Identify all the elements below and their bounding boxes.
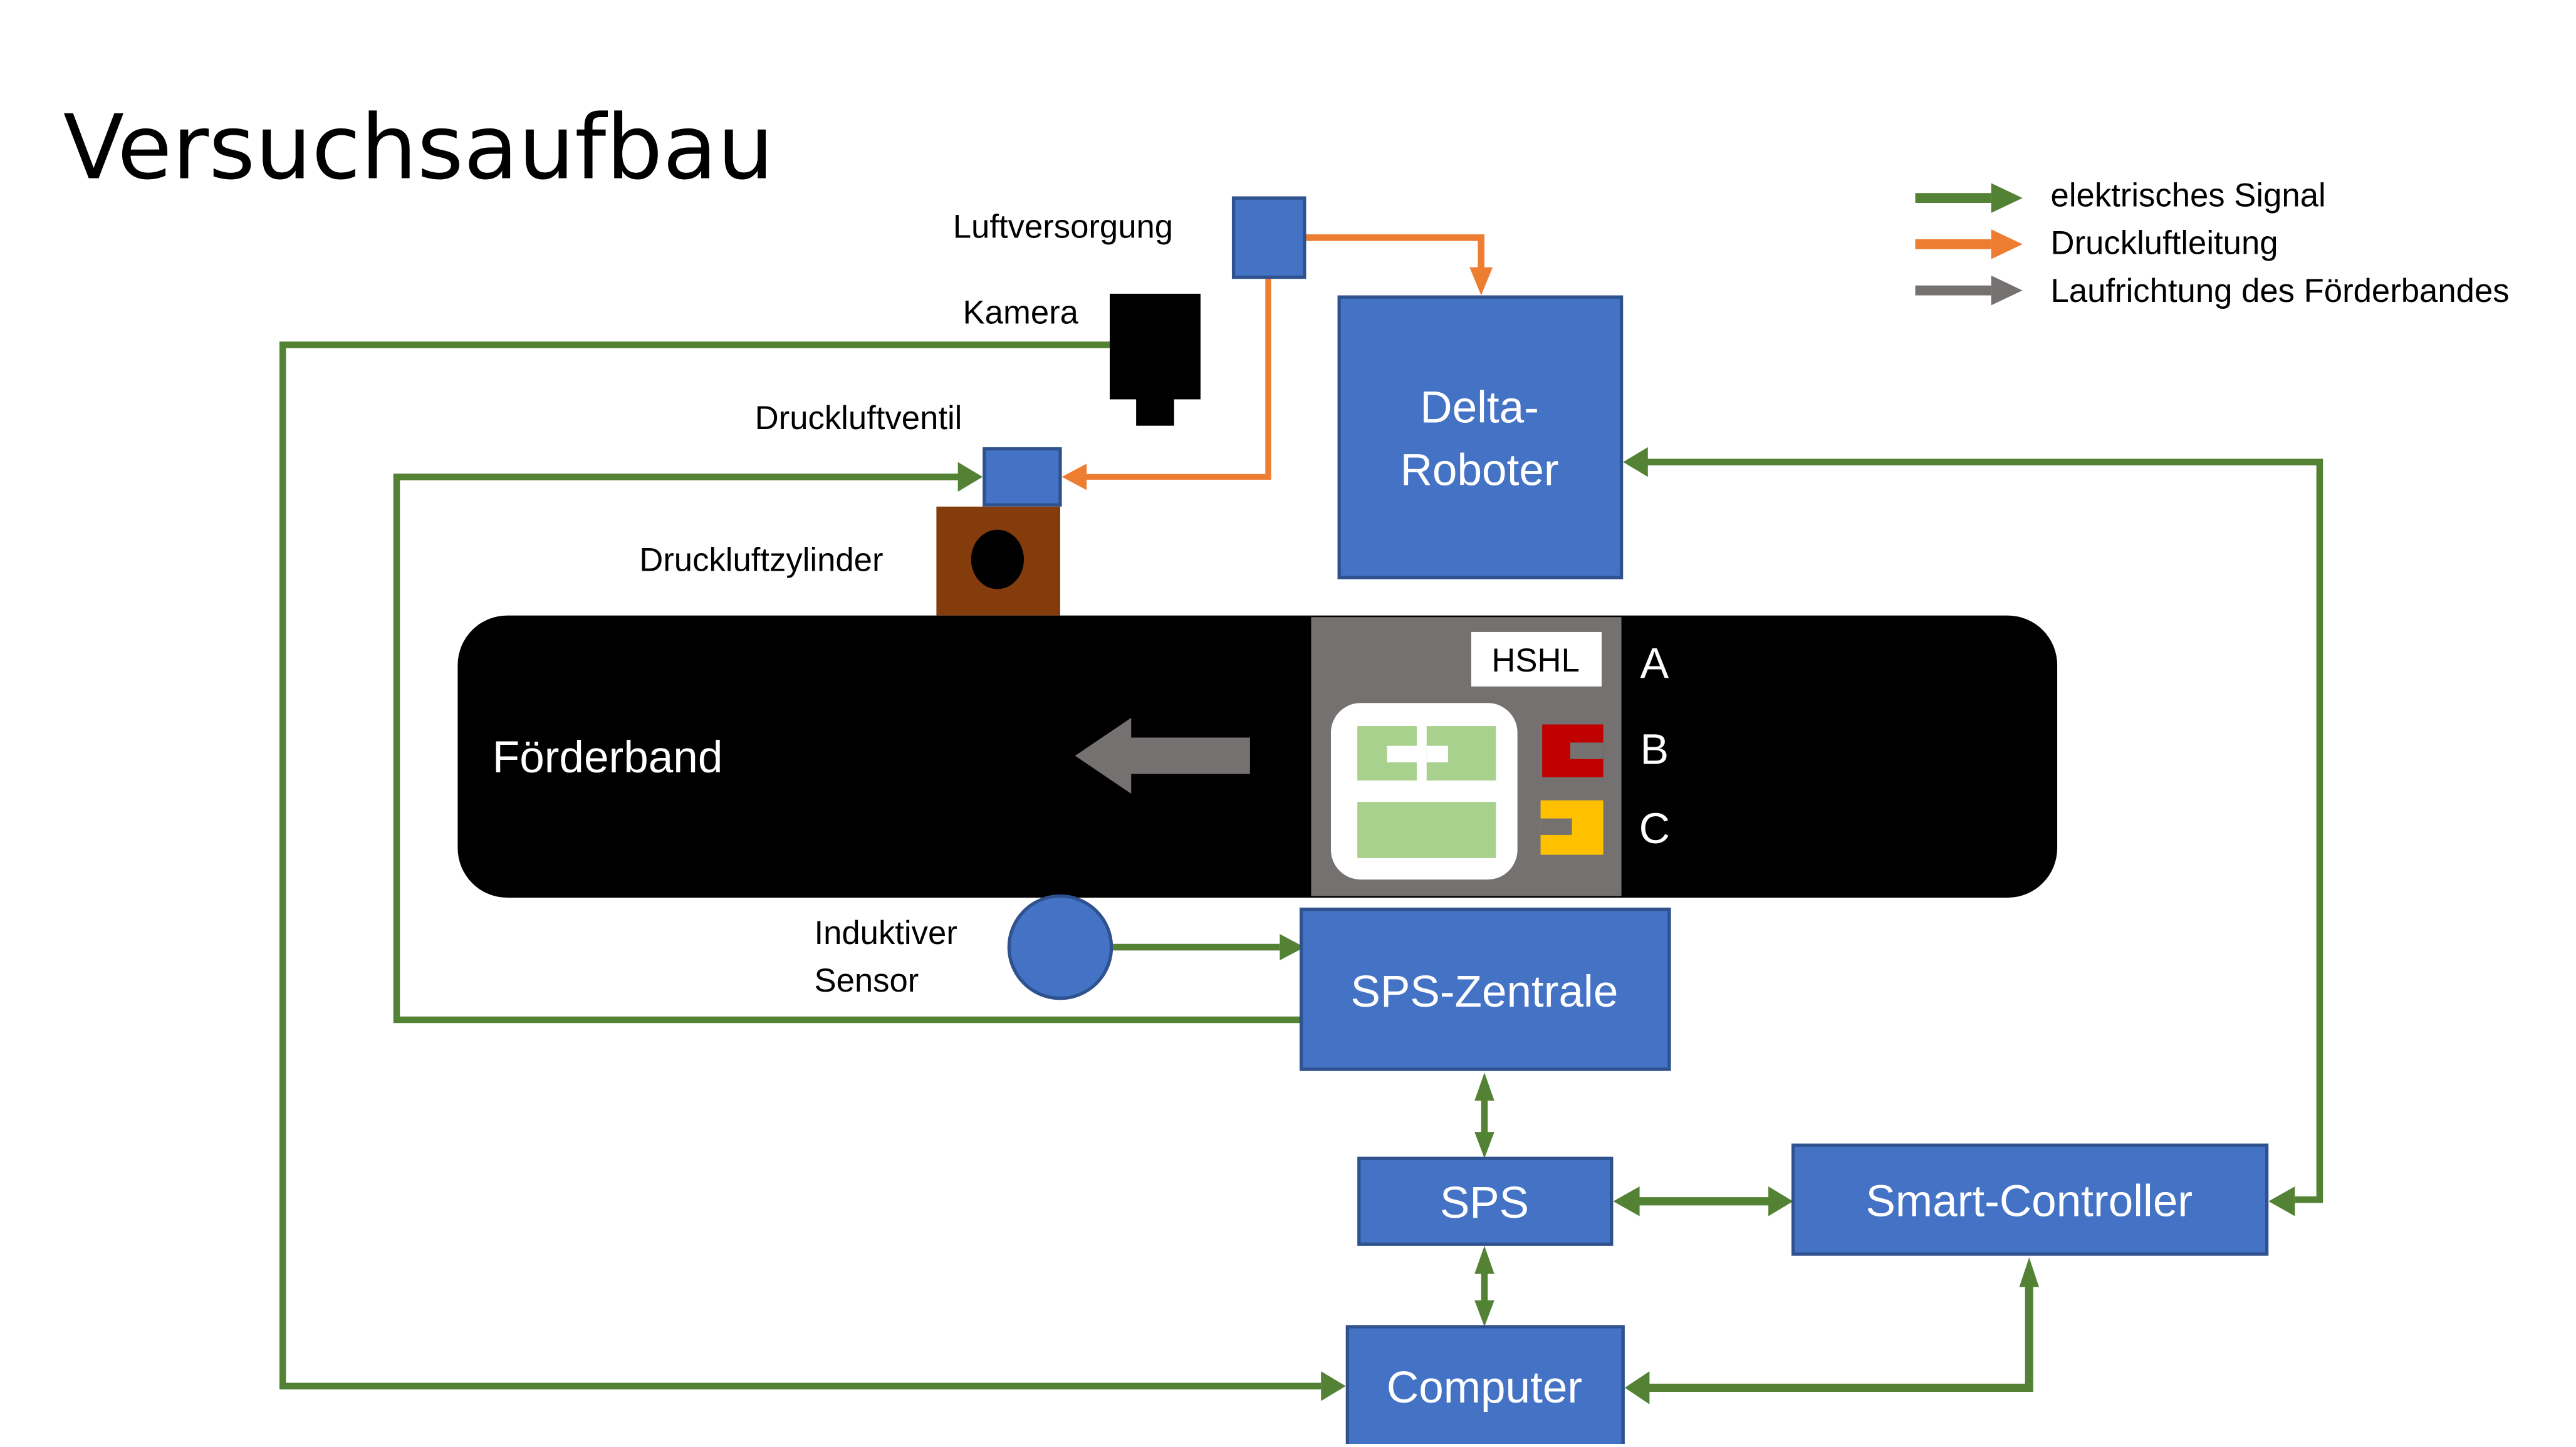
signal-line-camera-computer xyxy=(279,341,1322,1390)
sensor-label-2: Sensor xyxy=(814,962,919,999)
luftversorgung-label: Luftversorgung xyxy=(953,208,1173,245)
camera-icon[interactable] xyxy=(1109,293,1201,426)
conveyor-belt xyxy=(457,615,2058,898)
signal-lines xyxy=(279,341,2323,1393)
arrowhead-icon xyxy=(1474,1245,1494,1274)
arrowhead-icon xyxy=(2019,1257,2040,1287)
slot-label-b: B xyxy=(1640,725,1669,774)
arrow-right-icon xyxy=(1991,183,2023,213)
slot-label-a: A xyxy=(1640,640,1669,688)
arrowhead-icon xyxy=(1768,1186,1793,1216)
arrowhead-icon xyxy=(2268,1186,2295,1216)
arrowhead-icon xyxy=(1623,447,1648,477)
slot-label-c: C xyxy=(1639,804,1670,853)
legend-swatch-air xyxy=(1915,239,1991,249)
foerderband-label: Förderband xyxy=(493,733,723,782)
legend-item-air: Druckluftleitung xyxy=(1915,225,2278,262)
arrowhead-icon xyxy=(1624,1371,1650,1404)
arrow-right-icon xyxy=(1991,229,2023,259)
computer-box[interactable]: Computer xyxy=(1345,1325,1625,1447)
signal-line-computer-controller xyxy=(1647,1282,2033,1393)
smart-controller-label: Smart-Controller xyxy=(1865,1176,2193,1226)
arrow-right-icon xyxy=(1991,275,2023,306)
arrowhead-icon xyxy=(1280,934,1305,961)
druckluftventil-unit[interactable] xyxy=(983,447,1062,507)
arrowhead-icon xyxy=(1474,1300,1494,1327)
air-line-supply-delta xyxy=(1304,234,1484,271)
hshl-label-box xyxy=(1471,631,1602,687)
hshl-label: HSHL xyxy=(1491,642,1580,679)
legend-label: Druckluftleitung xyxy=(2051,225,2278,262)
legend-label: Laufrichtung des Förderbandes xyxy=(2051,272,2510,309)
part-b-red[interactable] xyxy=(1542,724,1603,777)
legend-swatch-signal xyxy=(1915,193,1991,204)
arrowhead-icon xyxy=(957,462,983,492)
legend: elektrisches Signal Druckluftleitung Lau… xyxy=(1915,177,2510,309)
kamera-label: Kamera xyxy=(963,294,1079,331)
direction-arrow-left-icon xyxy=(1075,717,1250,794)
delta-roboter-label-1: Delta- xyxy=(1420,383,1539,432)
druckluftzylinder-label: Druckluftzylinder xyxy=(639,541,883,578)
arrowhead-icon xyxy=(1613,1186,1640,1216)
induktiver-sensor[interactable] xyxy=(1007,894,1113,1000)
product-workpiece[interactable] xyxy=(1330,703,1518,880)
arrowhead-icon xyxy=(1321,1371,1346,1401)
legend-label: elektrisches Signal xyxy=(2051,177,2326,214)
signal-line-controller-delta xyxy=(1646,459,2323,1203)
sensor-label-1: Induktiver xyxy=(814,915,957,952)
delta-roboter-label-2: Roboter xyxy=(1400,445,1559,495)
arrowhead-icon xyxy=(1469,267,1493,296)
page-title: Versuchsaufbau xyxy=(63,96,774,200)
arrowhead-icon xyxy=(1061,464,1087,490)
computer-label: Computer xyxy=(1387,1363,1582,1413)
sps-box[interactable]: SPS xyxy=(1357,1156,1614,1246)
sps-label: SPS xyxy=(1440,1178,1529,1228)
delta-roboter-box[interactable]: Delta- Roboter xyxy=(1337,295,1624,579)
sps-zentrale-box[interactable]: SPS-Zentrale xyxy=(1299,907,1671,1071)
smart-controller-box[interactable]: Smart-Controller xyxy=(1791,1143,2269,1256)
air-lines xyxy=(1085,234,1484,480)
legend-item-signal: elektrisches Signal xyxy=(1915,177,2326,214)
signal-line-spszentrale-ventil xyxy=(393,474,1301,1024)
air-line-supply-ventil xyxy=(1085,277,1271,480)
druckluftventil-label: Druckluftventil xyxy=(755,400,962,437)
foerderband[interactable]: Förderband HSHL A B C xyxy=(457,615,2058,898)
sps-zentrale-label: SPS-Zentrale xyxy=(1351,967,1619,1017)
arrowhead-icon xyxy=(1474,1132,1494,1159)
signal-arrowheads xyxy=(957,447,2295,1404)
luftversorgung-unit[interactable] xyxy=(1231,196,1306,279)
druckluftzylinder-unit[interactable] xyxy=(936,506,1060,616)
legend-swatch-direction xyxy=(1915,285,1991,296)
arrowhead-icon xyxy=(1474,1072,1494,1101)
part-c-yellow[interactable] xyxy=(1540,800,1603,855)
air-arrowheads xyxy=(1061,267,1493,490)
legend-item-direction: Laufrichtung des Förderbandes xyxy=(1915,272,2510,309)
